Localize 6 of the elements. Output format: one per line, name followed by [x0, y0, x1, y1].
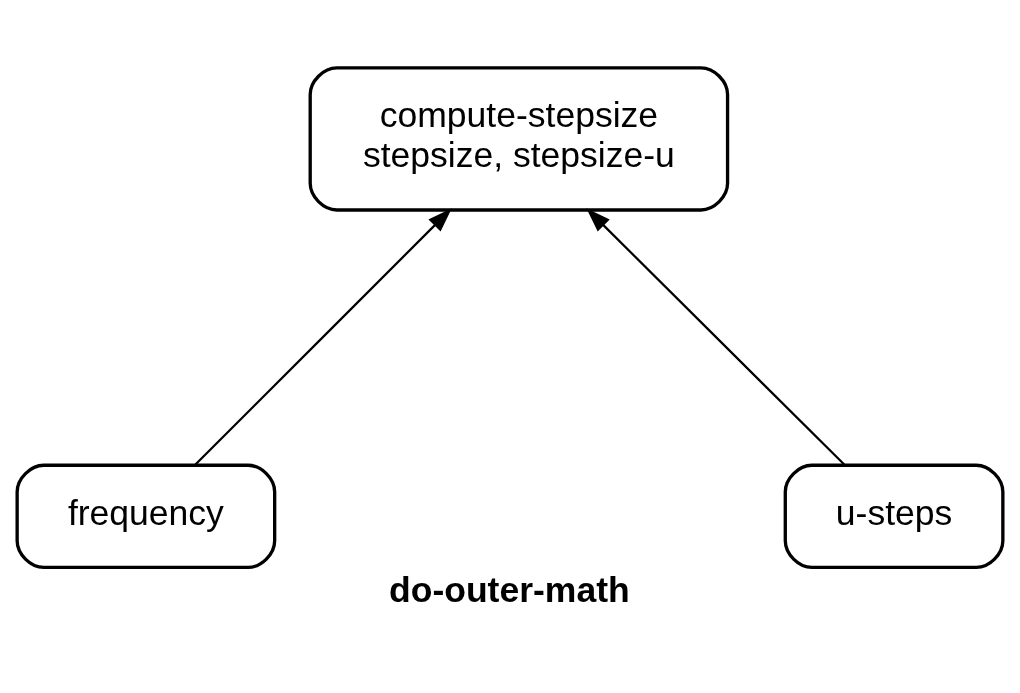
node-box: frequency	[15, 463, 277, 570]
node-box: u-steps	[783, 463, 1005, 570]
node-box: compute-stepsize stepsize, stepsize-u	[308, 66, 730, 212]
caption: do-outer-math	[389, 570, 630, 611]
arrow	[586, 208, 846, 466]
arrow	[194, 208, 452, 466]
